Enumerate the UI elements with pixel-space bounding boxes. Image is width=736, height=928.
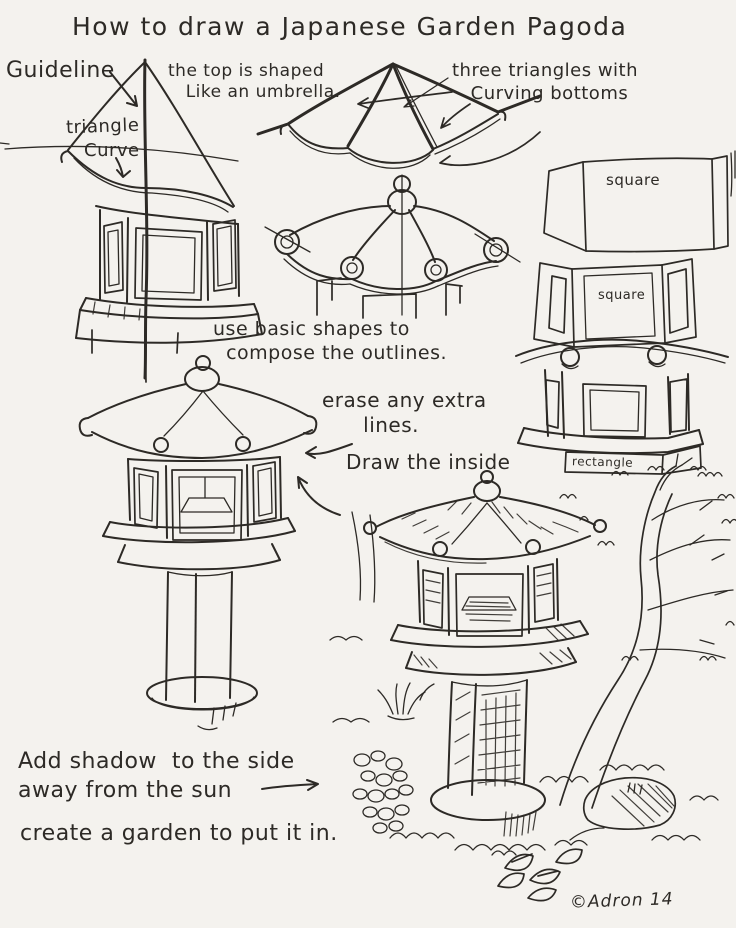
label-guideline: Guideline [6, 58, 115, 83]
label-create-garden: create a garden to put it in. [20, 821, 338, 846]
artist-signature: ©Adron 14 [569, 889, 674, 913]
shape-box-square-mid [533, 258, 697, 348]
label-erase-lines: erase any extra lines. [322, 388, 487, 437]
label-curve: Curve [84, 140, 140, 161]
shape-box-square-top [543, 150, 736, 253]
label-basic-shapes: use basic shapes to compose the outlines… [213, 318, 448, 364]
shadow-arrow [261, 779, 319, 791]
draw-inside-arrow [297, 476, 341, 516]
shape-box-rectangle-base [515, 338, 729, 475]
label-rectangle: rectangle [571, 454, 634, 470]
erase-arrow [305, 443, 353, 459]
label-three-triangles: three triangles with Curving bottoms [452, 60, 639, 104]
curve-arrow [115, 157, 131, 178]
curving-bottoms-arrow [439, 131, 541, 166]
label-umbrella: the top is shaped Like an umbrella. [168, 61, 341, 103]
triangles-leader-line [403, 77, 449, 108]
label-triangle: triangle [65, 114, 140, 139]
label-square-mid: square [598, 288, 646, 303]
step2-umbrella-frame-sketch [256, 62, 542, 169]
triangles-arrow-mid [440, 103, 471, 129]
label-add-shadow: Add shadow to the side away from the sun [18, 749, 295, 803]
final-garden-scene-sketch [329, 453, 736, 902]
page-title: How to draw a Japanese Garden Pagoda [72, 12, 628, 41]
annotation-arrows [109, 71, 541, 791]
step3-outline-pagoda-sketch [78, 355, 318, 731]
guideline-arrow [109, 71, 138, 107]
label-square-top: square [606, 171, 661, 189]
step2-roof-balls-sketch [264, 174, 521, 319]
triangles-arrow-left [357, 91, 453, 109]
step1-pagoda-guideline-sketch [0, 58, 263, 383]
label-draw-inside: Draw the inside [346, 450, 511, 474]
